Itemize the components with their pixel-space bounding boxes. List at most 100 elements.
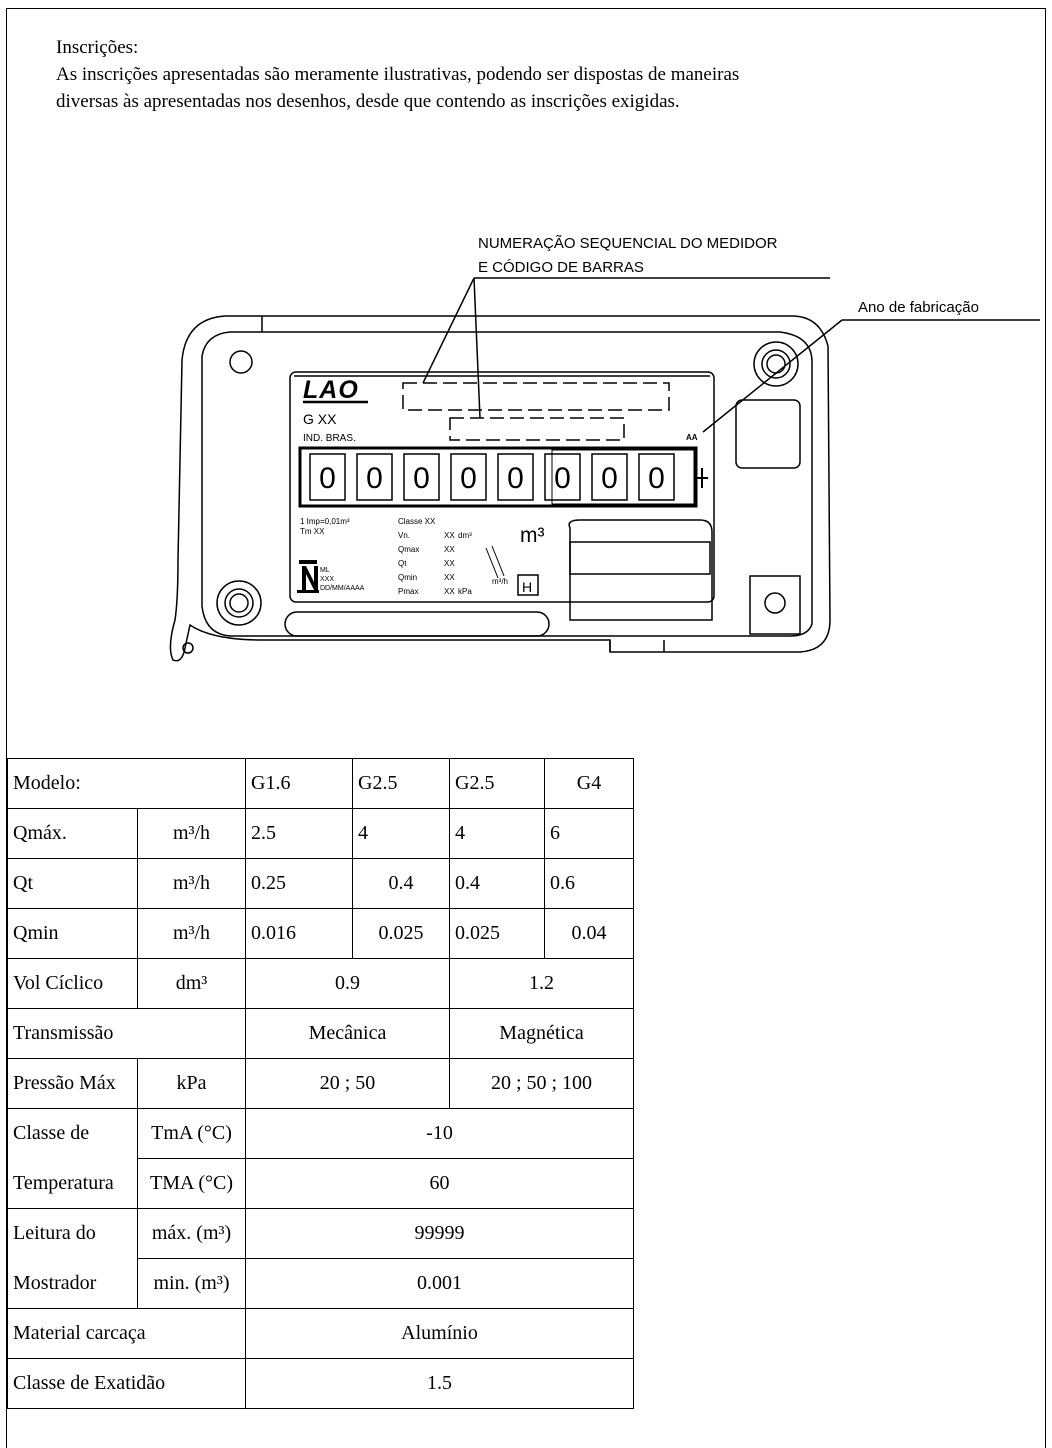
table-row: Leitura do máx. (m³) 99999 <box>7 1208 634 1259</box>
modelo-label: Modelo: <box>7 758 246 809</box>
leitura-label-1: Leitura do <box>7 1208 138 1259</box>
intro-title: Inscrições: <box>56 37 139 58</box>
table-row: Classe de TmA (°C) -10 <box>7 1108 634 1159</box>
vn-value: XX <box>444 531 455 540</box>
press-row-unit: kPa <box>137 1058 246 1109</box>
qt-label: Qt <box>398 559 407 568</box>
pmax-label: Pmax <box>398 587 418 596</box>
ind-bras-label: IND. BRAS. <box>303 433 356 444</box>
year-mark: AA <box>686 433 698 442</box>
table-row: Material carcaça Alumínio <box>7 1308 634 1359</box>
imp-label: 1 Imp=0,01m³ <box>300 517 350 526</box>
leitura-min-unit: min. (m³) <box>137 1258 246 1309</box>
vol-row-unit: dm³ <box>137 958 246 1009</box>
press-cell: 20 ; 50 <box>245 1058 450 1109</box>
counter-drum <box>638 453 675 501</box>
right-side-block <box>749 575 801 635</box>
model-label: G XX <box>303 411 337 427</box>
table-row: Qmin m³/h 0.016 0.025 0.025 0.04 <box>7 908 634 959</box>
table-row: Pressão Máx kPa 20 ; 50 20 ; 50 ; 100 <box>7 1058 634 1109</box>
callout-year-label: Ano de fabricação <box>858 299 979 316</box>
qt-row-unit: m³/h <box>137 858 246 909</box>
dm3-unit: dm³ <box>458 531 472 540</box>
qmin-value: XX <box>444 573 455 582</box>
table-row: Qmáx. m³/h 2.5 4 4 6 <box>7 808 634 859</box>
callout-serial-line-1: NUMERAÇÃO SEQUENCIAL DO MEDIDOR <box>478 235 778 252</box>
counter-digit: 0 <box>460 462 477 495</box>
temp-label-2: Temperatura <box>7 1158 138 1209</box>
vol-cell: 0.9 <box>245 958 450 1009</box>
material-row-label: Material carcaça <box>7 1308 246 1359</box>
callout-serial-leader-2 <box>473 277 481 419</box>
right-side-hole <box>764 592 786 614</box>
counter-drum <box>309 453 346 501</box>
qmin-cell: 0.025 <box>449 908 545 959</box>
table-row: Temperatura TMA (°C) 60 <box>7 1158 634 1209</box>
qmin-cell: 0.04 <box>544 908 634 959</box>
model-cell: G2.5 <box>449 758 545 809</box>
trans-cell: Magnética <box>449 1008 634 1059</box>
table-row: Classe de Exatidão 1.5 <box>7 1358 634 1409</box>
leitura-max-unit: máx. (m³) <box>137 1208 246 1259</box>
tm-label: Tm XX <box>300 527 325 536</box>
right-lower-panel <box>568 519 713 621</box>
qmax-cell: 2.5 <box>245 808 353 859</box>
bottom-slot <box>284 611 550 637</box>
table-row: Transmissão Mecânica Magnética <box>7 1008 634 1059</box>
counter-digit: 0 <box>507 462 524 495</box>
inmetro-mark <box>297 560 319 593</box>
counter-digit: 0 <box>319 462 336 495</box>
label-plate <box>289 371 715 603</box>
trans-cell: Mecânica <box>245 1008 450 1059</box>
leitura-max-value: 99999 <box>245 1208 634 1259</box>
exat-value: 1.5 <box>245 1358 634 1409</box>
qmax-cell: 4 <box>449 808 545 859</box>
callout-serial-leader-1 <box>422 277 475 384</box>
qmin-row-label: Qmin <box>7 908 138 959</box>
counter-drum <box>403 453 440 501</box>
brand-logo: LAO <box>303 376 359 404</box>
right-side-pad <box>735 399 801 469</box>
counter-digit: 0 <box>554 462 571 495</box>
qmin-cell: 0.016 <box>245 908 353 959</box>
screw-boss-top-right <box>753 341 799 387</box>
table-row: Mostrador min. (m³) 0.001 <box>7 1258 634 1309</box>
vn-label: Vn. <box>398 531 410 540</box>
model-cell: G4 <box>544 758 634 809</box>
qmax-row-unit: m³/h <box>137 808 246 859</box>
vol-row-label: Vol Cíclico <box>7 958 138 1009</box>
tma-min-value: -10 <box>245 1108 634 1159</box>
m3-unit-large: m³ <box>520 524 545 547</box>
meter-outer-body <box>169 315 831 662</box>
intro-line-2: diversas às apresentadas nos desenhos, d… <box>56 91 680 112</box>
qmax-value: XX <box>444 545 455 554</box>
qmin-row-unit: m³/h <box>137 908 246 959</box>
temp-label-1: Classe de <box>7 1108 138 1159</box>
table-row: Modelo: G1.6 G2.5 G2.5 G4 <box>7 758 634 809</box>
leitura-min-value: 0.001 <box>245 1258 634 1309</box>
vol-cell: 1.2 <box>449 958 634 1009</box>
screw-hole-top-left <box>229 350 253 374</box>
page-frame <box>6 8 1046 1448</box>
qmin-label: Qmin <box>398 573 417 582</box>
m3h-unit: m³/h <box>492 577 508 586</box>
screw-boss-bottom-left <box>216 580 262 626</box>
right-lower-slot <box>569 541 711 575</box>
counter-drum <box>497 453 534 501</box>
counter-digit: 0 <box>648 462 665 495</box>
qmax-label: Qmax <box>398 545 419 554</box>
date-label: DD/MM/AAAA <box>320 585 365 592</box>
xxx-label: XXX <box>320 576 334 583</box>
callout-serial-line-2: E CÓDIGO DE BARRAS <box>478 259 644 276</box>
qt-cell: 0.4 <box>449 858 545 909</box>
qt-value: XX <box>444 559 455 568</box>
spec-table: Modelo: G1.6 G2.5 G2.5 G4 Qmáx. m³/h 2.5… <box>7 758 634 1409</box>
qmin-cell: 0.025 <box>352 908 450 959</box>
qmax-cell: 6 <box>544 808 634 859</box>
h-mark: H <box>522 579 532 595</box>
intro-line-1: As inscrições apresentadas são meramente… <box>56 64 740 85</box>
qt-cell: 0.25 <box>245 858 353 909</box>
qt-row-label: Qt <box>7 858 138 909</box>
